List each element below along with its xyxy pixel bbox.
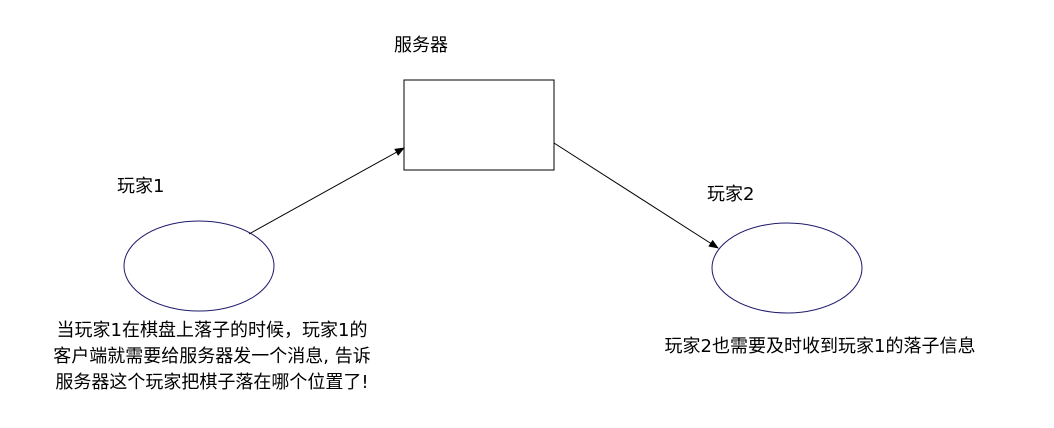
player1-node [123, 220, 275, 312]
player1-description-line: 当玩家1在棋盘上落子的时候，玩家1的 [56, 320, 368, 341]
player2-node [711, 222, 863, 314]
arrow-server-to-player2 [553, 142, 719, 249]
player1-description: 当玩家1在棋盘上落子的时候，玩家1的 客户端就需要给服务器发一个消息, 告诉 服… [32, 318, 392, 396]
arrow-player1-to-server [248, 147, 405, 235]
player2-description: 玩家2也需要及时收到玩家1的落子信息 [664, 336, 976, 357]
server-label: 服务器 [394, 35, 448, 56]
player1-description-line: 客户端就需要给服务器发一个消息, 告诉 [53, 346, 371, 367]
server-box [403, 79, 555, 171]
player1-label: 玩家1 [117, 176, 165, 197]
player1-description-line: 服务器这个玩家把棋子落在哪个位置了! [55, 372, 369, 393]
player2-label: 玩家2 [707, 184, 755, 205]
